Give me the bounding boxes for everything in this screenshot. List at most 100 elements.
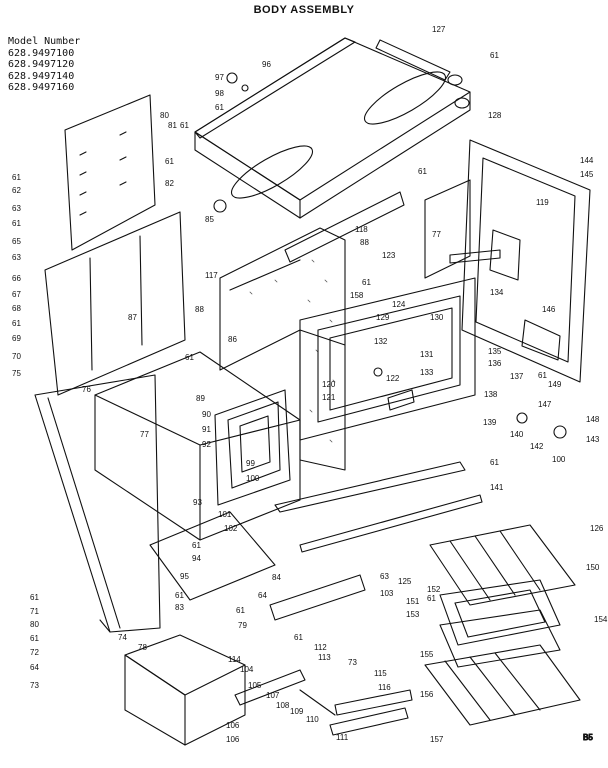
part-callout-label: 61 [12, 219, 21, 228]
broil-element-part [214, 389, 291, 506]
part-callout-label: 68 [12, 304, 21, 313]
part-callout-label: 79 [238, 621, 247, 630]
part-callout-label: 116 [378, 683, 391, 692]
part-callout-label: 87 [128, 313, 137, 322]
part-callout-label: 119 [536, 198, 549, 207]
part-callout-label: 63 [12, 253, 21, 262]
part-callout-label: 72 [30, 648, 39, 657]
part-callout-label: 62 [12, 186, 21, 195]
part-callout-label: 61 [175, 591, 184, 600]
part-callout-label: 86 [228, 335, 237, 344]
part-callout-label: 67 [12, 290, 21, 299]
part-callout-label: 73 [30, 681, 39, 690]
part-callout-label: 143 [586, 435, 600, 444]
part-callout-label: 74 [118, 633, 127, 642]
part-callout-label: 109 [290, 707, 304, 716]
lower-front-rail-part [269, 574, 366, 621]
part-callout-label: 61 [236, 606, 245, 615]
part-callout-label: 156 [420, 690, 434, 699]
part-callout-label: 122 [386, 374, 400, 383]
part-callout-label: 66 [12, 274, 21, 283]
hardware-part [213, 72, 567, 439]
top-panel-part [194, 37, 471, 219]
part-callout-label: 115 [374, 669, 387, 678]
part-callout-label: 142 [530, 442, 544, 451]
part-callout-label: 144 [580, 156, 594, 165]
part-callout-label: 126 [590, 524, 604, 533]
part-callout-label: 134 [490, 288, 504, 297]
part-callout-label: 61 [180, 121, 189, 130]
part-callout-label: 133 [420, 368, 434, 377]
diagram-title: BODY ASSEMBLY [253, 4, 355, 16]
part-callout-label: 61 [192, 541, 201, 550]
part-callout-label: 137 [510, 372, 524, 381]
part-callout-label: 140 [510, 430, 524, 439]
part-callout-label: 148 [586, 415, 600, 424]
part-callout-label: 88 [195, 305, 204, 314]
part-callout-label: 130 [430, 313, 444, 322]
part-callout-label: 108 [276, 701, 290, 710]
part-callout-label: 61 [490, 51, 499, 60]
part-callout-label: 77 [140, 430, 149, 439]
part-callout-label: 110 [306, 715, 319, 724]
part-callout-label: 112 [314, 643, 327, 652]
part-callout-label: 125 [398, 577, 412, 586]
part-callout-label: 81 [168, 121, 177, 130]
model-number-block: Model Number 628.9497100 628.9497120 628… [8, 36, 80, 94]
part-callout-label: 61 [30, 634, 39, 643]
oven-liner-part [219, 191, 405, 471]
part-callout-label: 113 [318, 653, 331, 662]
part-callout-label: 64 [258, 591, 267, 600]
door-frame-part [299, 277, 476, 441]
part-callout-label: 132 [374, 337, 388, 346]
corner-label: B5 [583, 733, 593, 742]
part-callout-label: 103 [380, 589, 394, 598]
part-callout-label: 120 [322, 380, 336, 389]
part-callout-label: 69 [12, 334, 21, 343]
part-callout-label: 77 [432, 230, 441, 239]
part-callout-label: 89 [196, 394, 205, 403]
model-number: 628.9497160 [8, 82, 75, 93]
model-number-label: Model Number [8, 36, 81, 47]
part-callout-label: 84 [272, 573, 281, 582]
part-callout-label: 147 [538, 400, 552, 409]
part-callout-label: 61 [418, 167, 427, 176]
part-callout-label: 61 [215, 103, 224, 112]
part-callout-label: 93 [193, 498, 202, 507]
part-callout-label: 61 [185, 353, 194, 362]
part-callout-label: 149 [548, 380, 562, 389]
part-callout-label: 157 [430, 735, 444, 744]
part-callout-label: 155 [420, 650, 434, 659]
part-callout-label: 64 [30, 663, 39, 672]
hinge-bracket-part [387, 389, 415, 411]
part-callout-label: 73 [348, 658, 357, 667]
part-callout-label: 95 [180, 572, 189, 581]
part-callout-label: 118 [355, 225, 368, 234]
part-callout-label: 121 [322, 393, 336, 402]
right-side-panel-part [461, 139, 591, 383]
part-callout-label: 106 [226, 735, 240, 744]
part-callout-label: 94 [192, 554, 201, 563]
part-callout-label: 100 [246, 474, 260, 483]
part-callout-label: 65 [12, 237, 21, 246]
part-callout-label: 61 [362, 278, 371, 287]
model-number: 628.9497140 [8, 70, 75, 82]
part-callout-label: 70 [12, 352, 21, 361]
oven-rack-part [439, 609, 561, 668]
part-callout-label: 145 [580, 170, 594, 179]
upper-rail-part [449, 249, 501, 264]
part-callout-label: 82 [165, 179, 174, 188]
part-callout-label: 114 [228, 655, 241, 664]
model-number: 628.9497120 [8, 59, 75, 70]
part-callout-label: 123 [382, 251, 396, 260]
model-number: 628.9497100 [8, 47, 75, 59]
valve-assembly-part [234, 669, 413, 736]
part-callout-label: 141 [490, 483, 504, 492]
part-callout-label: 61 [165, 157, 174, 166]
part-callout-label: 139 [483, 418, 497, 427]
back-panel-part [424, 179, 471, 279]
part-callout-label: 151 [406, 597, 420, 606]
part-callout-label: 98 [215, 89, 224, 98]
